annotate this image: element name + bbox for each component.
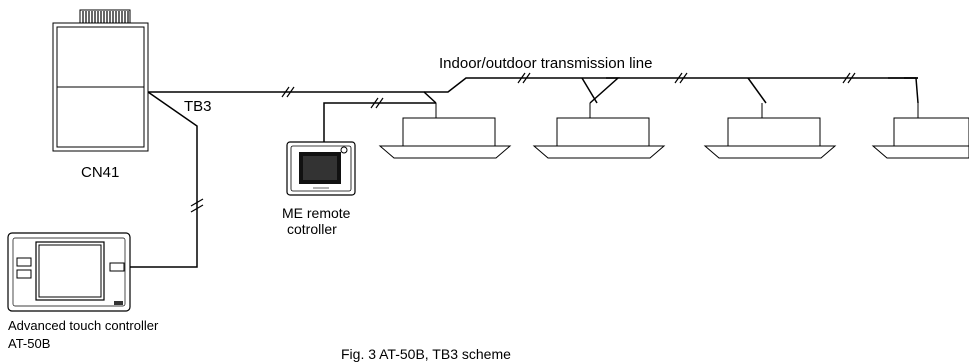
- cassette-indoor-unit-icon: [378, 117, 969, 159]
- me-remote-label-line1: ME remote: [282, 205, 351, 221]
- tb3-line: [130, 91, 198, 268]
- outdoor-unit-icon: [52, 9, 149, 152]
- me-remote-controller-icon: [286, 141, 356, 196]
- touch-controller-label-line2: AT-50B: [8, 336, 51, 351]
- indoor-unit-3: [703, 117, 837, 159]
- tb3-label: TB3: [184, 98, 212, 115]
- me-remote-label-line2: cotroller: [287, 221, 337, 237]
- indoor-unit-stems: [435, 103, 919, 118]
- touch-controller-label-line1: Advanced touch controller: [8, 318, 159, 333]
- outdoor-unit-label: CN41: [81, 164, 120, 181]
- transmission-line: [148, 77, 919, 104]
- figure-caption: Fig. 3 AT-50B, TB3 scheme: [341, 346, 511, 362]
- transmission-line-label: Indoor/outdoor transmission line: [439, 55, 653, 72]
- touch-controller-icon: [7, 232, 131, 312]
- indoor-unit-2: [532, 117, 666, 159]
- indoor-unit-1: [378, 117, 512, 159]
- remote-branch-line: [323, 102, 436, 142]
- double-slash-wire-marker: [190, 72, 856, 213]
- indoor-unit-4: [871, 117, 969, 159]
